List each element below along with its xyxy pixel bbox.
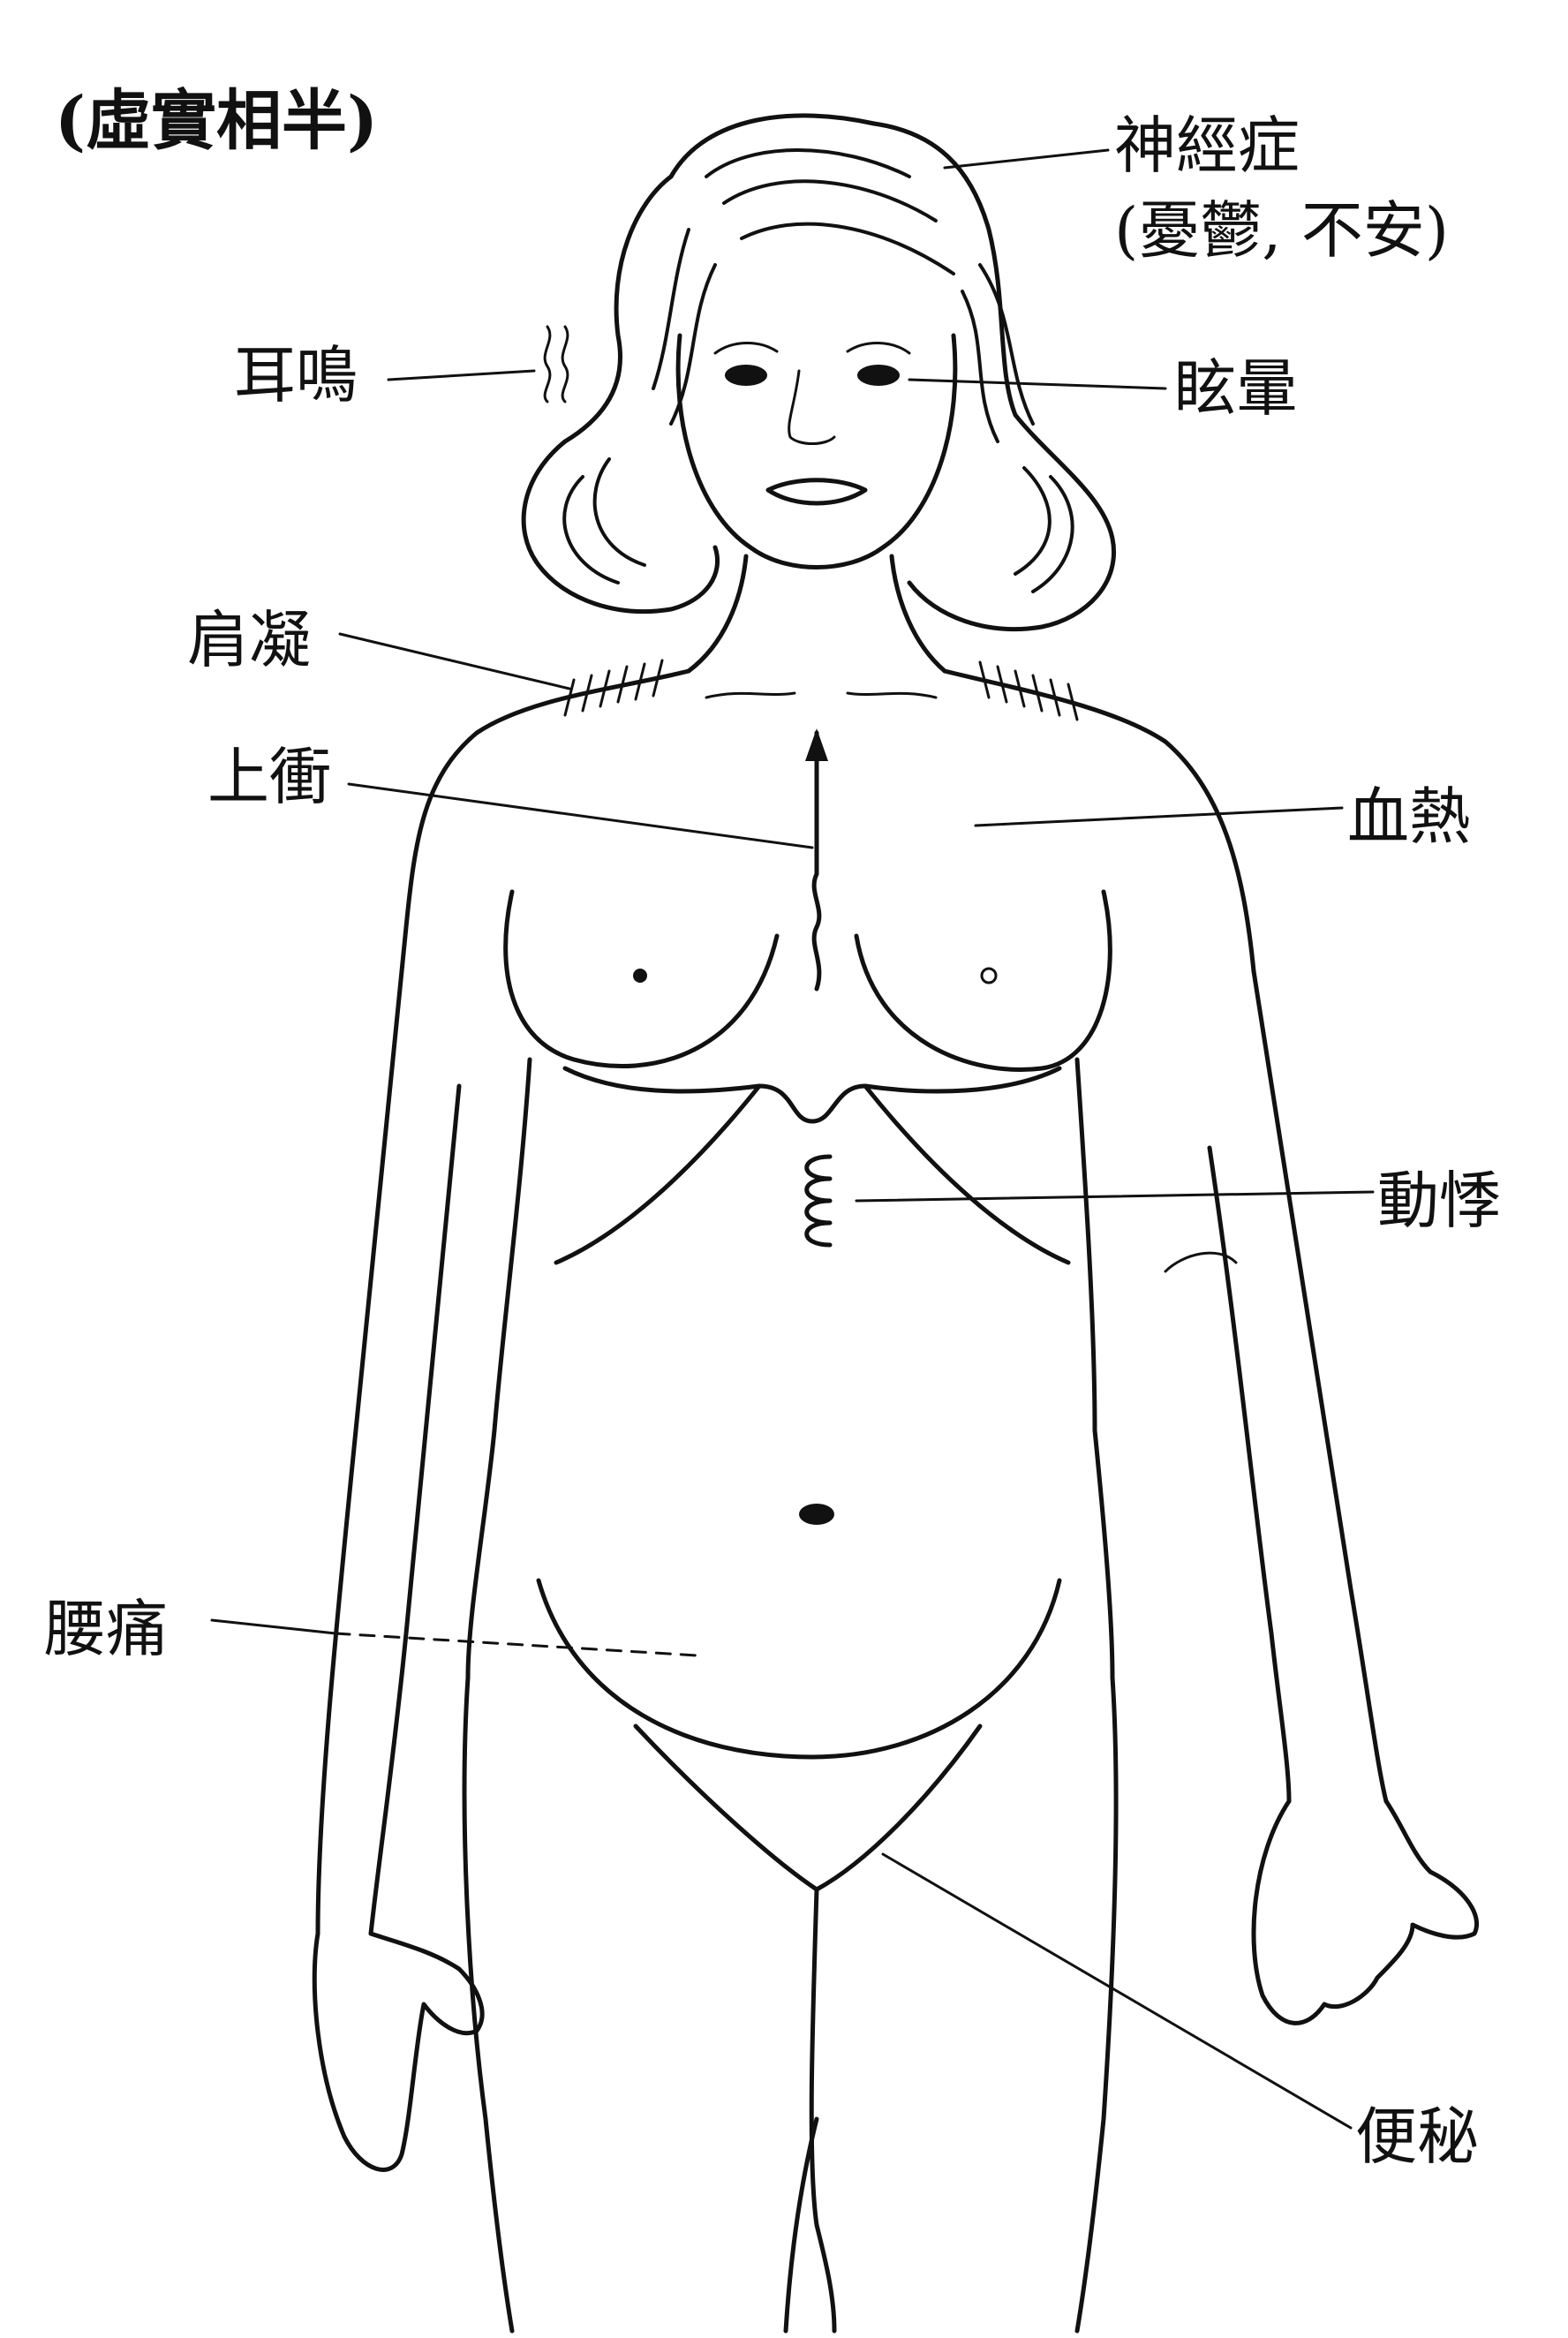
label-stiff-shoulder: 肩凝 [187,604,311,676]
hair [521,113,1116,631]
label-tinnitus: 耳鳴 [234,339,358,411]
label-upward-rush: 上衝 [207,741,331,813]
arms [312,924,1480,2172]
label-dizziness: 眩暈 [1174,352,1298,425]
torso [403,554,1256,2334]
label-blood-heat: 血熱 [1347,781,1471,853]
shoulder-hatching [563,659,1079,721]
figure-title: (虛實相半) [55,83,379,159]
leader-lines [210,148,1375,2130]
label-back-pain: 腰痛 [44,1593,168,1665]
label-neurosis-detail: (憂鬱, 不安) [1114,194,1450,267]
label-neurosis: 神經症 [1114,109,1300,182]
tinnitus-mark [543,325,569,403]
label-constipation: 便秘 [1355,2100,1479,2173]
label-palpitation: 動悸 [1377,1165,1501,1237]
face [675,333,958,569]
